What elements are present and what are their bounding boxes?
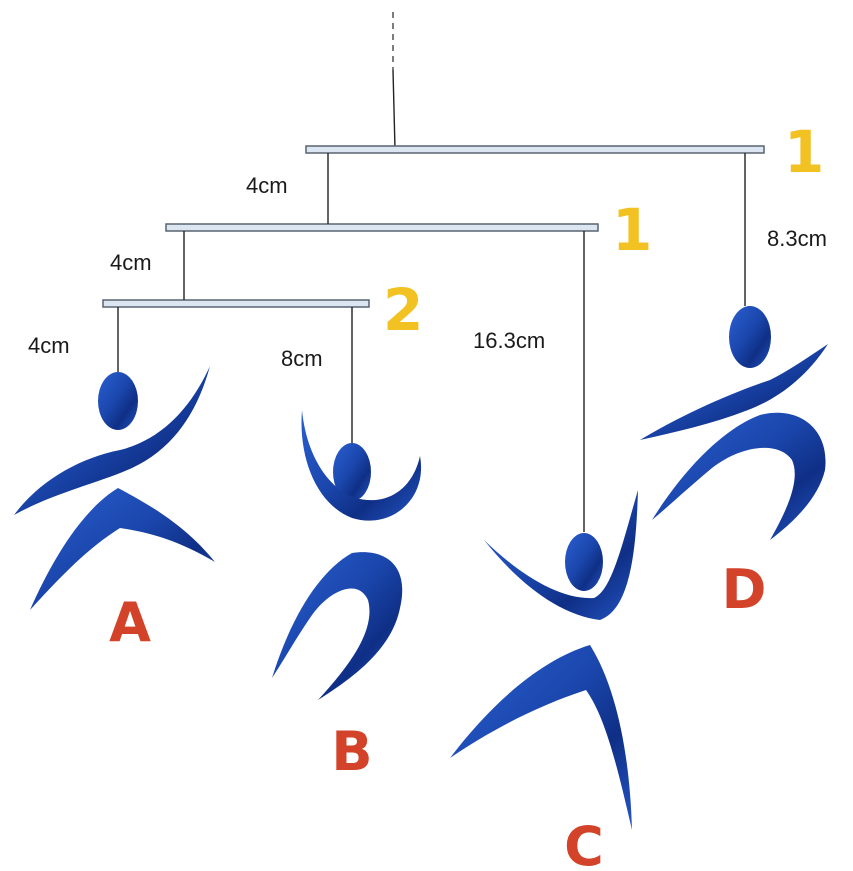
figure-b-arms [301,410,422,521]
figure-d-arms [640,344,828,440]
weight-middle-bar: 1 [612,196,652,264]
figure-c-label: C [564,815,604,871]
figure-b-label: B [331,720,372,783]
figure-a-legs [30,488,215,610]
figure-c [450,490,638,830]
bottom-bar [102,299,370,308]
top-bar [305,145,765,154]
figure-d [640,306,828,540]
figure-a-label: A [109,591,151,654]
ceiling-string [392,69,396,150]
figure-a-head [98,372,138,430]
figure-b [272,410,422,700]
figure-d-legs [652,412,826,540]
figure-c-head [565,533,603,591]
distance-bottom-left: 4cm [28,333,70,358]
distance-top-left: 4cm [246,173,288,198]
distance-top-right: 8.3cm [767,226,827,251]
figure-a [14,366,215,610]
distance-middle-right: 16.3cm [473,328,545,353]
figure-b-legs [272,552,403,700]
figure-c-arms [484,490,638,620]
figure-c-legs [450,645,632,830]
figure-a-arms [14,366,210,515]
weight-top-bar: 1 [784,118,824,186]
figure-d-label: D [722,558,767,621]
weight-bottom-bar: 2 [383,276,423,344]
figure-d-head [729,306,771,368]
distance-bottom-right: 8cm [281,346,323,371]
distance-middle-left: 4cm [110,250,152,275]
figure-b-head [333,443,371,501]
middle-bar [165,223,599,232]
